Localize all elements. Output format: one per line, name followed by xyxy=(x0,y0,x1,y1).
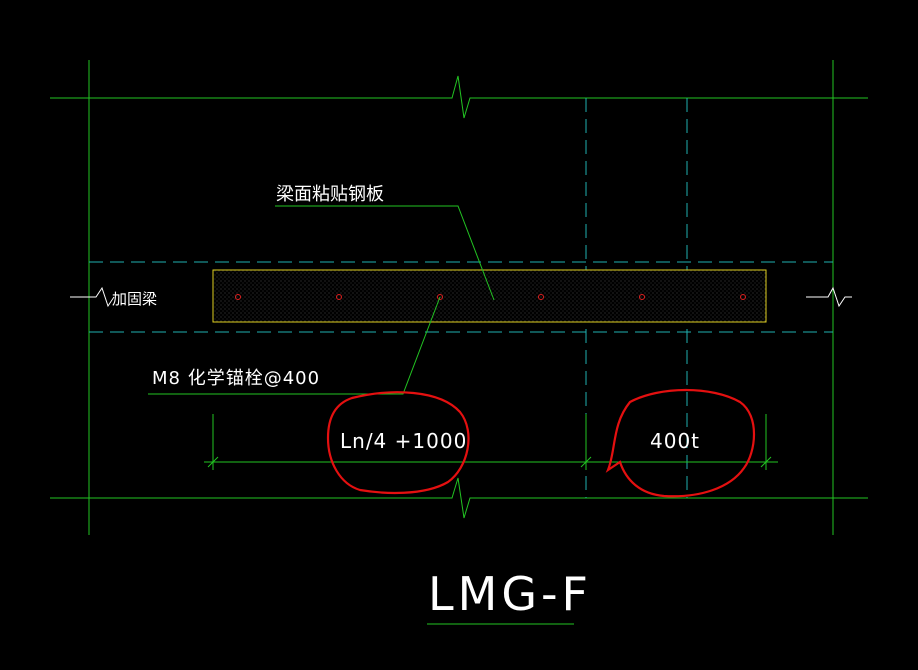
review-markups xyxy=(326,388,755,498)
dimension-text-left: Ln/4 +1000 xyxy=(340,429,467,453)
anchor-bolt xyxy=(235,294,241,300)
anchor-bolt xyxy=(740,294,746,300)
anchor-bolts xyxy=(235,294,746,300)
top-break-line xyxy=(50,75,868,119)
dimension-tick-mid xyxy=(580,456,592,468)
markup-circle-left xyxy=(326,391,470,495)
drawing-title: LMG-F xyxy=(428,567,592,621)
beam-break-left xyxy=(70,286,115,308)
anchor-bolt xyxy=(639,294,645,300)
beam-label: 加固梁 xyxy=(112,290,157,308)
dimension-text-right: 400t xyxy=(650,429,700,453)
plate-label: 梁面粘贴钢板 xyxy=(276,184,384,205)
anchor-label: M8 化学锚栓@400 xyxy=(152,368,320,389)
dimension-tick-left xyxy=(207,456,219,468)
steel-plate xyxy=(212,269,767,323)
dimension-tick-right xyxy=(760,456,772,468)
dimension-lines xyxy=(204,414,778,470)
bottom-break-line xyxy=(50,477,868,519)
anchor-bolt xyxy=(336,294,342,300)
leader-lines xyxy=(148,205,495,395)
anchor-bolt xyxy=(437,294,443,300)
anchor-leader xyxy=(148,296,441,395)
beam-break-right xyxy=(806,286,852,308)
anchor-bolt xyxy=(538,294,544,300)
markup-circle-right xyxy=(605,388,755,498)
plate-leader xyxy=(275,205,495,301)
